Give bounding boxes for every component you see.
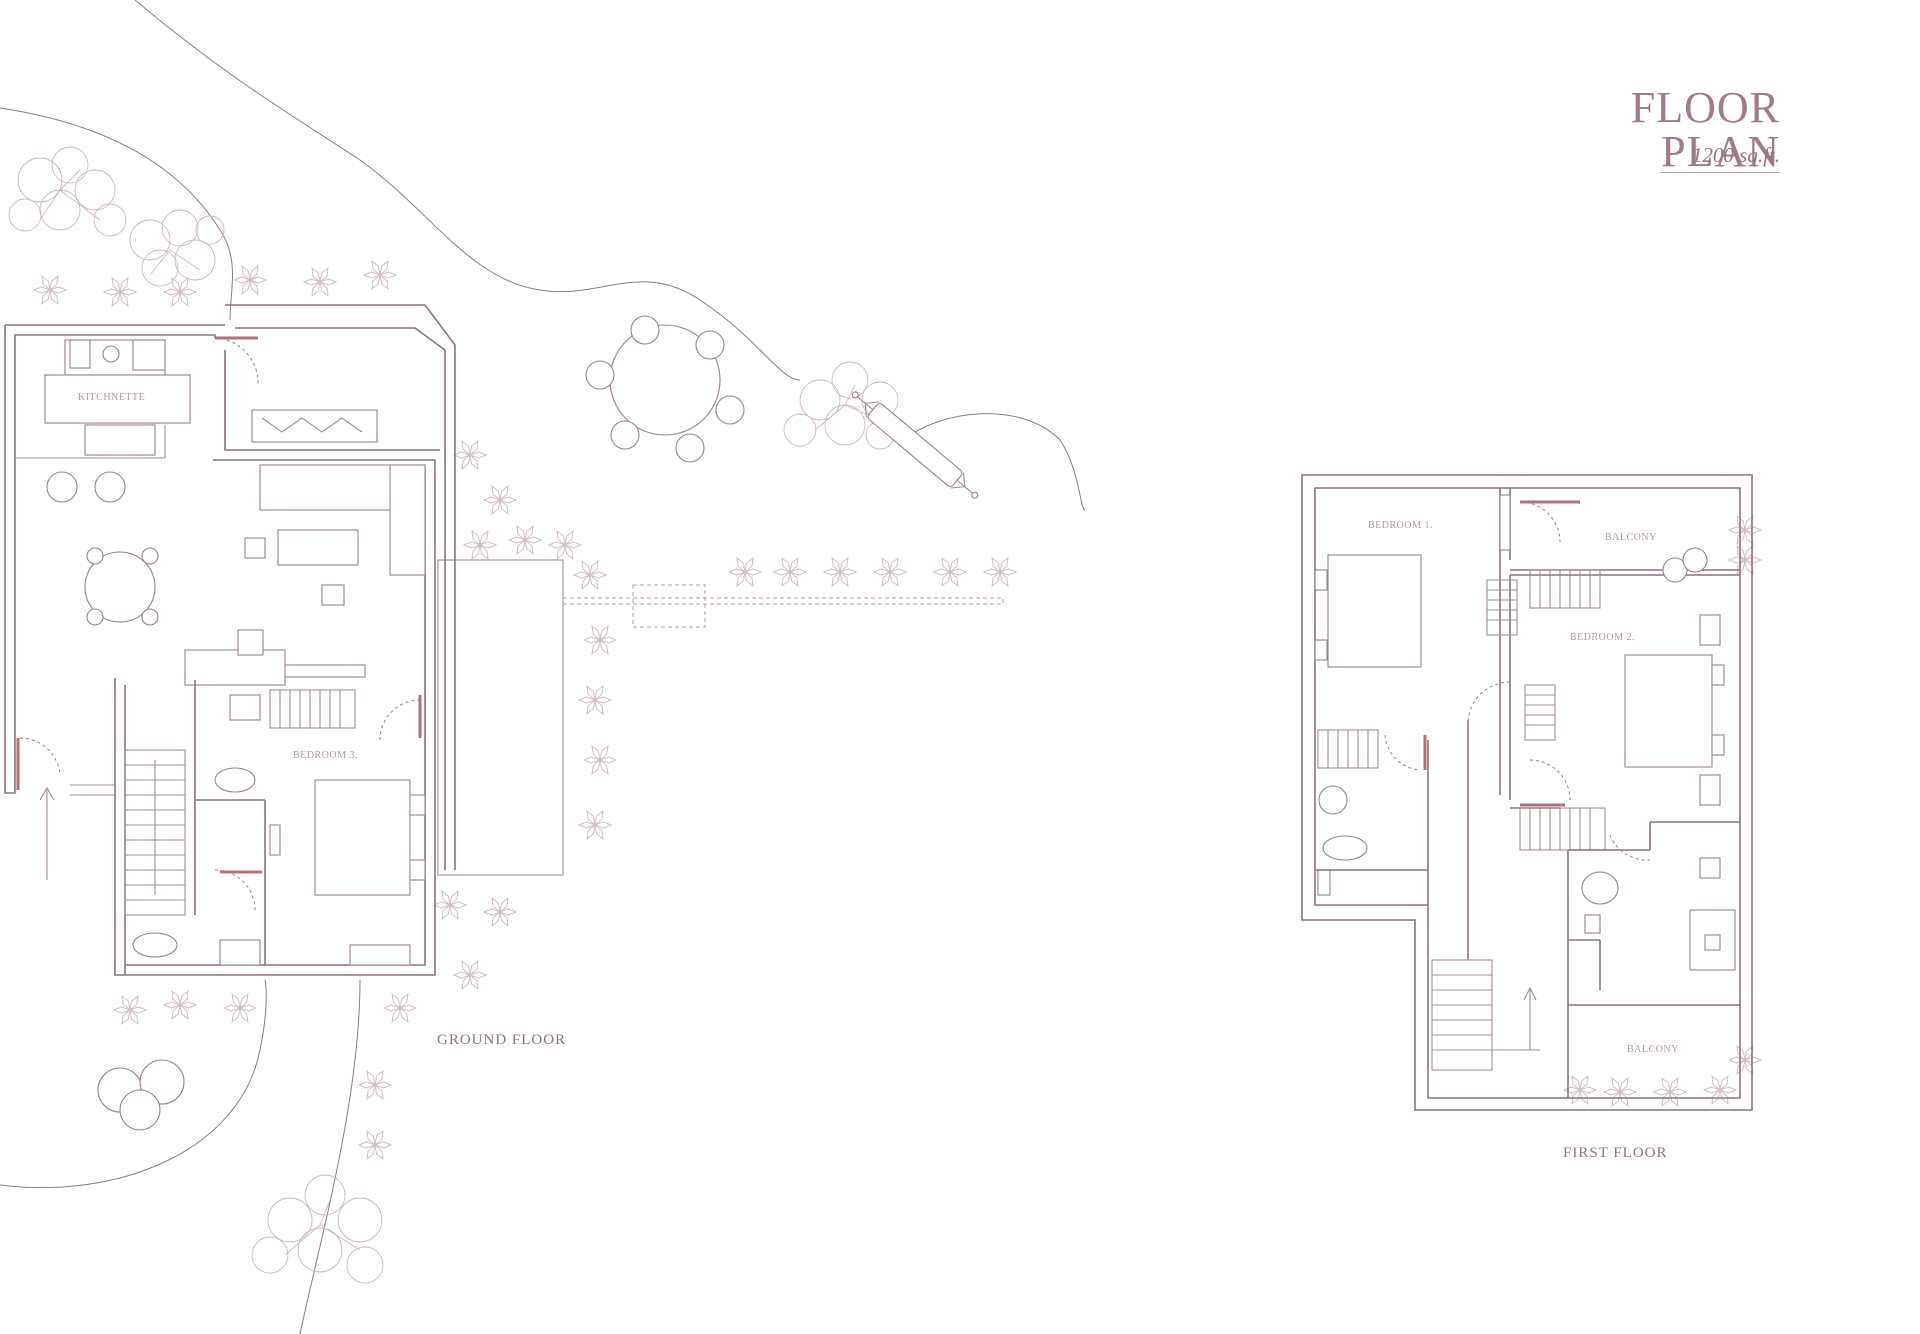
shrub-icon [1562,1074,1598,1106]
shrub-icon [582,744,618,776]
shrub-icon [102,276,138,308]
shrub-icon [1702,1074,1738,1106]
shrub-icon [162,989,198,1021]
terrace-slab [437,559,1004,876]
shrub-icon [582,624,618,656]
room-label-bedroom-2: BEDROOM 2. [1570,632,1635,643]
ground-floor-label: GROUND FLOOR [437,1032,566,1048]
shrub-icon [162,276,198,308]
shrub-icon [1727,514,1763,546]
shrub-icon [462,529,498,561]
room-label-balcony-bottom: BALCONY [1627,1044,1679,1055]
shrub-icon [32,274,68,306]
hammock [851,391,979,499]
shrub-icon [357,1129,393,1161]
shrub-icon [382,992,418,1024]
room-label-bedroom-3: BEDROOM 3. [293,750,358,761]
first-floor-plan [1301,474,1753,1111]
shrub-icon [577,684,613,716]
first-floor-label: FIRST FLOOR [1563,1145,1668,1161]
patio-table [585,315,745,463]
garden-path-lines [0,0,1086,1334]
room-label-bedroom-1: BEDROOM 1. [1368,520,1433,531]
shrub-icon [1602,1076,1638,1108]
shrub-icon [932,556,968,588]
plan-title: FLOOR PLAN [1630,83,1780,176]
shrub-icon [507,524,543,556]
shrub-icon [452,439,488,471]
room-label-balcony-top: BALCONY [1605,532,1657,543]
shrub-icon [357,1069,393,1101]
shrub-icon [1652,1076,1688,1108]
shrub-icon [362,259,398,291]
shrub-icon [727,556,763,588]
shrub-icon [577,809,613,841]
shrub-icon [572,559,608,591]
shrub-icon [232,264,268,296]
shrub-icon [222,992,258,1024]
shrub-icon [432,889,468,921]
shrub-icon [112,994,148,1026]
room-labels: KITCHNETTE BEDROOM 3. BEDROOM 1. BEDROOM… [78,392,1679,1161]
shrub-icon [452,959,488,991]
shrub-icon [982,556,1018,588]
shrub-icon [482,896,518,928]
shrub-icon [772,556,808,588]
shrub-icon [822,556,858,588]
plan-area: 1200 sq.ft. [1660,143,1780,173]
shrub-icon [872,556,908,588]
shrub-icon [547,529,583,561]
shrub-icon [302,266,338,298]
shrub-icon [482,484,518,516]
shrub-icon [1727,1044,1763,1076]
room-label-kitchenette: KITCHNETTE [78,392,145,403]
ground-floor-plan [4,304,456,1131]
